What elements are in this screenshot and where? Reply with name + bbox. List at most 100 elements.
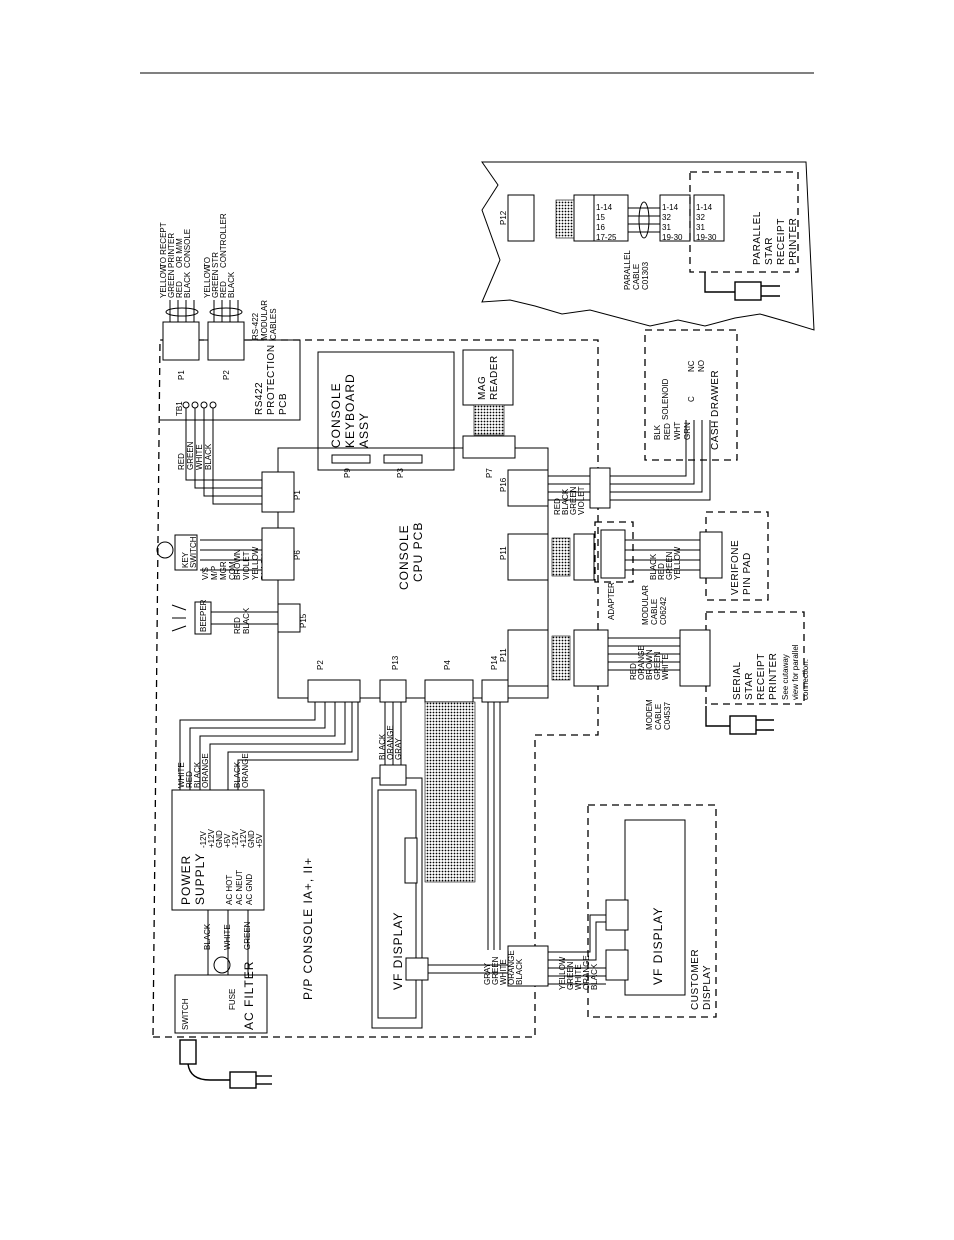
- svg-text:MODULAR: MODULAR: [641, 585, 650, 625]
- svg-text:CONTROLLER: CONTROLLER: [219, 213, 228, 268]
- connector-p8-header: [331, 454, 371, 464]
- svg-text:CABLES: CABLES: [269, 308, 278, 340]
- label-p12: P12: [499, 210, 508, 225]
- p9-hatch: [551, 537, 571, 577]
- svg-text:RS-422: RS-422: [251, 312, 260, 340]
- svg-text:+12V: +12V: [207, 828, 216, 848]
- svg-text:STAR: STAR: [744, 672, 755, 700]
- parallel-printer-label: PARALLEL STAR RECEIPT PRINTER: [752, 211, 799, 265]
- customer-wire-labels: YELLOW GREEN WHITE ORANGE BLACK: [558, 955, 599, 990]
- svg-text:GND: GND: [247, 830, 256, 848]
- svg-text:WHITE: WHITE: [177, 762, 186, 788]
- svg-text:15: 15: [596, 213, 605, 222]
- serial-printer-power-cord: [705, 706, 774, 735]
- cpu-p16-connector: [507, 469, 549, 507]
- svg-text:VIOLET: VIOLET: [577, 486, 586, 515]
- svg-text:CONSOLE: CONSOLE: [183, 229, 192, 268]
- vf-display-inner: [377, 789, 417, 1019]
- svg-text:GND: GND: [215, 830, 224, 848]
- svg-text:GRN: GRN: [683, 422, 692, 440]
- customer-display-enclosure: [587, 804, 717, 1018]
- svg-text:RED: RED: [657, 563, 666, 580]
- svg-text:VERIFONE: VERIFONE: [730, 540, 741, 595]
- parallel-pins-a: 1-14 15 16 17-25: [596, 203, 617, 242]
- svg-text:MODULAR: MODULAR: [260, 300, 269, 340]
- ac-filter: [174, 974, 268, 1034]
- beeper-wire-labels: RED BLACK: [233, 607, 251, 634]
- ac-filter-wires: [207, 910, 249, 975]
- parallel-pins-b: 1-14 32 31 19-30: [662, 203, 683, 242]
- vf-p4-header: [404, 837, 418, 884]
- rs422-p1-wire-labels: YELLOW GREEN RED BLACK TO RECEPT PRINTER…: [159, 222, 192, 298]
- parallel-cable-connector-a: [593, 194, 629, 242]
- rs422-p2-wire-labels: YELLOW GREEN RED BLACK TO STR CONTROLLER: [203, 213, 236, 298]
- svg-text:PIN PAD: PIN PAD: [742, 552, 753, 595]
- cpu-p4-connector: [424, 679, 474, 703]
- svg-text:BLACK: BLACK: [649, 553, 658, 580]
- svg-text:See cutaway: See cutaway: [781, 654, 790, 700]
- svg-text:RED: RED: [629, 663, 638, 680]
- tb1-wire-labels: RED GREEN WHITE BLACK: [177, 441, 213, 470]
- svg-text:OR M/M: OR M/M: [175, 238, 184, 268]
- svg-text:YELLOW: YELLOW: [251, 546, 260, 580]
- label-p8: P9: [343, 468, 352, 478]
- svg-text:RED: RED: [177, 453, 186, 470]
- beeper-sound-marks: [171, 604, 187, 632]
- p9-cable-connector: [573, 533, 595, 581]
- p12-hatch: [555, 199, 575, 239]
- svg-text:AC GND: AC GND: [245, 874, 254, 905]
- svg-text:SWITCH: SWITCH: [189, 536, 198, 568]
- power-supply-wires: [179, 702, 359, 790]
- parallel-printer-power-cord: [704, 272, 780, 301]
- svg-text:BLACK: BLACK: [561, 488, 570, 515]
- svg-text:19-30: 19-30: [662, 233, 683, 242]
- label-p4: P4: [443, 660, 452, 670]
- svg-text:NC: NC: [687, 360, 696, 372]
- svg-text:C04537: C04537: [663, 701, 672, 730]
- cust-p2-connector: [605, 949, 629, 981]
- p11-cable-connector: [573, 629, 609, 687]
- svg-text:32: 32: [662, 213, 671, 222]
- svg-text:+5V: +5V: [255, 833, 264, 848]
- svg-text:TO: TO: [203, 257, 212, 268]
- label-p13: P13: [391, 655, 400, 670]
- label-p14: P14: [490, 655, 499, 670]
- svg-text:C06242: C06242: [659, 596, 668, 625]
- svg-text:RS422: RS422: [254, 382, 265, 415]
- vf-p2-connector: [405, 957, 429, 981]
- vf-display-label: VF DISPLAY: [391, 912, 405, 990]
- svg-text:BLACK: BLACK: [183, 271, 192, 298]
- cpu-p13-connector: [379, 679, 407, 703]
- svg-text:GREEN: GREEN: [653, 651, 662, 680]
- cash-contact-labels: NC NO C: [687, 360, 706, 402]
- svg-text:WHT: WHT: [673, 422, 682, 440]
- svg-text:CABLE: CABLE: [654, 704, 663, 730]
- svg-text:RED: RED: [185, 771, 194, 788]
- svg-text:BLACK: BLACK: [590, 963, 599, 990]
- svg-text:DISPLAY: DISPLAY: [702, 965, 713, 1010]
- cust-p3-connector: [605, 899, 629, 931]
- cash-drawer-label: CASH DRAWER: [710, 370, 721, 450]
- svg-text:ORANGE: ORANGE: [637, 645, 646, 680]
- svg-text:TO RECEPT: TO RECEPT: [159, 222, 168, 268]
- beeper-label: BEEPER: [199, 599, 208, 632]
- pinpad-wires: [625, 539, 700, 571]
- label-p9: P11: [499, 546, 508, 560]
- p13-wire-labels: BLACK ORANGE GRAY: [378, 725, 403, 760]
- svg-text:YELLOW: YELLOW: [673, 546, 682, 580]
- ps-pin-labels-bottom: -12V +12V GND +5V: [231, 828, 264, 848]
- svg-text:C01303: C01303: [641, 261, 650, 290]
- p4-ribbon-cable: [424, 701, 476, 883]
- svg-text:CONSOLE: CONSOLE: [329, 382, 343, 448]
- svg-text:+5V: +5V: [223, 833, 232, 848]
- label-p3: P3: [396, 468, 405, 478]
- key-switch-wires: [200, 539, 262, 571]
- svg-text:YELLOW: YELLOW: [203, 264, 212, 298]
- ac-filter-label: AC FILTER: [242, 961, 256, 1030]
- connector-p3-header: [383, 454, 423, 464]
- pinpad-wire-labels: BLACK RED GREEN YELLOW: [649, 546, 682, 580]
- svg-text:V/S: V/S: [201, 567, 210, 580]
- tb1-terminals: [182, 401, 217, 409]
- svg-text:GREEN: GREEN: [211, 269, 220, 298]
- svg-text:ORANGE: ORANGE: [241, 753, 250, 788]
